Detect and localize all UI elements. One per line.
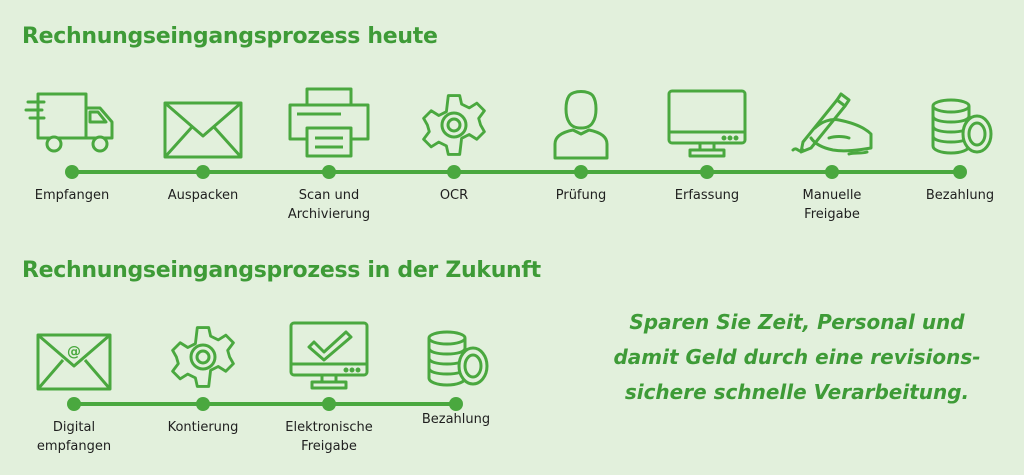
delivery-truck-icon [24,80,120,160]
timeline-line-today [72,170,962,174]
section-title-today: Rechnungseingangsprozess heute [22,24,438,49]
gear-icon [155,312,251,392]
step-label: Empfangen [34,188,110,203]
step-label: Bezahlung [925,188,995,203]
hand-writing-icon [784,80,880,160]
step-label: Bezahlung [421,412,491,427]
timeline-dot [953,165,967,179]
step-label: Auspacken [167,188,239,203]
printer-scanner-icon [281,80,377,160]
coin-stack-icon [912,80,1008,160]
timeline-dot [700,165,714,179]
envelope-icon [155,80,251,160]
step-label: Kontierung [167,420,239,435]
timeline-dot [825,165,839,179]
step-label: Scan und Archivierung [287,188,371,222]
timeline-dot [322,165,336,179]
step-label: Prüfung [555,188,607,203]
email-envelope-icon: @ [26,312,122,392]
monitor-check-icon [281,312,377,392]
timeline-line-future [72,402,458,406]
timeline-dot [447,165,461,179]
timeline-dot [574,165,588,179]
slogan-text: Sparen Sie Zeit, Personal und damit Geld… [613,310,981,404]
timeline-dot [196,397,210,411]
svg-text:@: @ [67,344,81,360]
timeline-dot [322,397,336,411]
monitor-icon [659,80,755,160]
step-label: OCR [439,188,469,203]
timeline-dot [65,165,79,179]
coin-stack-icon [408,312,504,392]
gear-icon [406,80,502,160]
section-title-future: Rechnungseingangsprozess in der Zukunft [22,258,541,283]
step-label: Erfassung [674,188,740,203]
timeline-dot [449,397,463,411]
person-icon [533,80,629,160]
timeline-dot [196,165,210,179]
timeline-dot [67,397,81,411]
step-label: Manuelle Freigabe [802,188,862,222]
step-label: Elektronische Freigabe [285,420,373,454]
step-label: Digital empfangen [36,420,112,454]
